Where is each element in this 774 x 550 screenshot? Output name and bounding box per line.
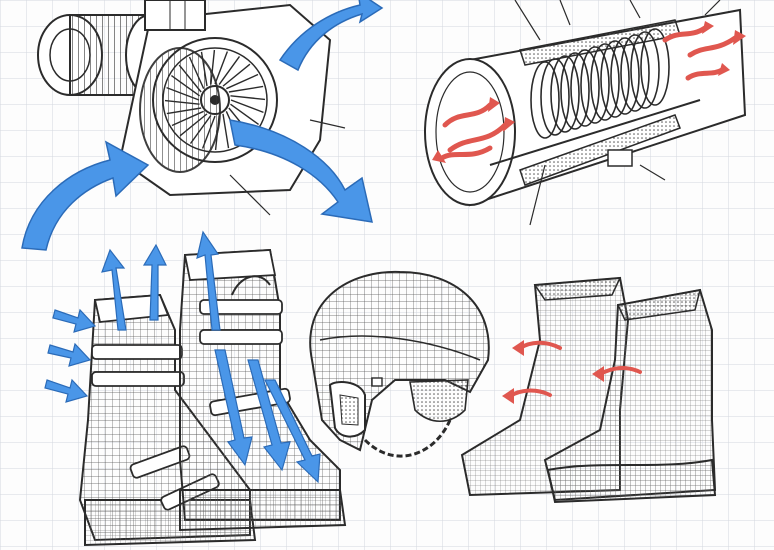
boot-strap-loop (231, 275, 271, 296)
coil-turn (580, 46, 610, 124)
coil-turn (560, 52, 590, 130)
fan-blade (218, 55, 241, 85)
outlet-airflow-arrow (229, 119, 373, 223)
fan-blade (222, 63, 251, 87)
squirrel-cage (139, 47, 221, 173)
fan-blade (230, 95, 266, 101)
intake-airflow-arrow (21, 140, 150, 251)
exhaust-airflow-arrow (278, 0, 384, 72)
ski-boots-panel (44, 230, 347, 547)
leader-lines (514, 0, 721, 226)
liner-heat-arrowheads (502, 340, 604, 404)
heater-tube-panel (424, 0, 747, 226)
right-boot-sole (179, 489, 347, 532)
coil-turn (530, 61, 560, 139)
coil-turn (640, 28, 670, 106)
blower-fan-panel (21, 0, 384, 251)
coil-turn (540, 58, 570, 136)
fan-blade (222, 113, 230, 149)
coil-turn (620, 34, 650, 112)
boot-liner-front (543, 288, 717, 504)
boot-liners-panel (460, 276, 717, 504)
fan-blade (214, 51, 229, 85)
insulation-strip-bottom (519, 114, 681, 186)
fan-blade (228, 85, 264, 93)
coil-turn (630, 31, 660, 109)
coil-turn (590, 43, 620, 121)
boot-airflow-arrows (44, 230, 321, 484)
coil-turn (550, 55, 580, 133)
coil-turn (570, 49, 600, 127)
fan-blade (226, 73, 259, 90)
heating-coil (530, 28, 670, 139)
helmet-chin-strap (363, 419, 452, 458)
heater-rod (489, 99, 701, 166)
helmet-liner (409, 379, 469, 423)
fan-blade (230, 99, 264, 114)
ski-helmet-panel (309, 270, 490, 458)
leader-line (229, 174, 271, 216)
leader-line (309, 119, 346, 129)
right-boot-buckles (199, 299, 291, 417)
coil-turn (610, 37, 640, 115)
terminal-block (607, 149, 633, 167)
coil-turn (600, 40, 630, 118)
heat-arrowheads (432, 21, 746, 163)
fan-blade (230, 103, 260, 126)
heat-flow-arrows (439, 25, 738, 161)
heater-tube-opening (424, 58, 516, 206)
